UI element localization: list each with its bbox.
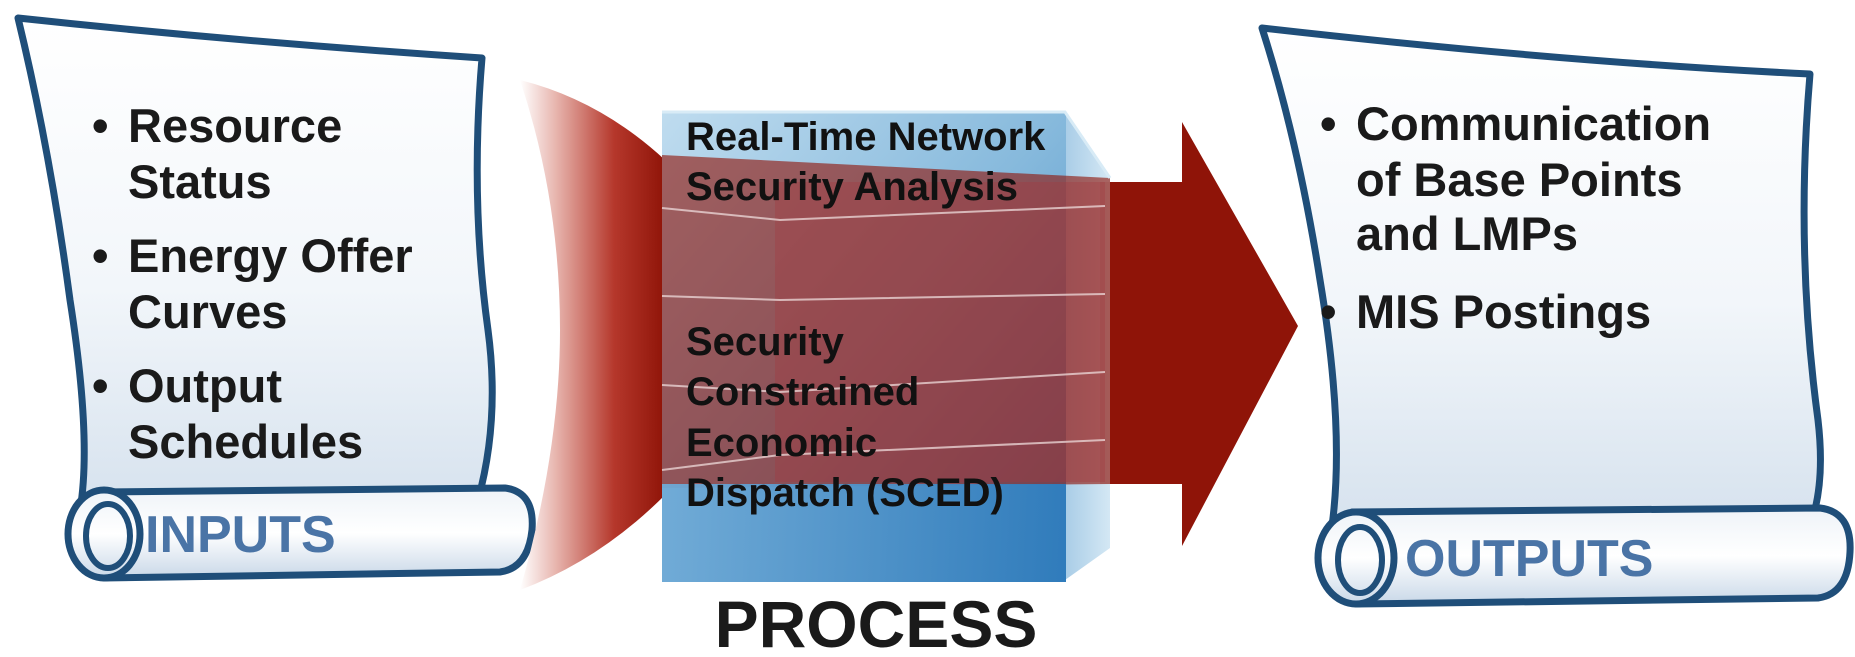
- cube-shelf-lines: [661, 205, 1106, 471]
- inputs-scroll-body: [14, 14, 496, 514]
- inputs-scroll-curl: [83, 501, 133, 571]
- process-upper-line: Security Analysis: [686, 165, 1018, 209]
- input-funnel: [520, 80, 665, 590]
- process-upper-line: Real-Time Network: [686, 115, 1046, 159]
- inputs-item-line: Curves: [128, 285, 287, 338]
- cube-red-core: [662, 155, 1110, 488]
- output-arrow: [1100, 122, 1298, 546]
- bullet-icon: •: [92, 229, 108, 282]
- outputs-item-line: and LMPs: [1356, 207, 1578, 260]
- inputs-item-line: Energy Offer: [128, 229, 413, 282]
- process-upper-block: Real-Time Network Security Analysis: [686, 115, 1046, 209]
- bullet-icon: •: [92, 359, 108, 412]
- outputs-scroll-roll: [1348, 504, 1854, 608]
- bullet-icon: •: [1320, 97, 1336, 150]
- outputs-item: • MIS Postings: [1320, 285, 1651, 338]
- outputs-item: • Communication of Base Points and LMPs: [1320, 97, 1711, 260]
- inputs-title: INPUTS: [145, 506, 336, 564]
- outputs-title: OUTPUTS: [1405, 530, 1653, 588]
- inputs-item: • Energy Offer Curves: [92, 229, 413, 338]
- bullet-icon: •: [92, 99, 108, 152]
- cube-top-edge: [662, 110, 1112, 179]
- outputs-list: • Communication of Base Points and LMPs …: [1320, 97, 1711, 338]
- outputs-scroll-curl: [1335, 524, 1385, 596]
- inputs-item: • Output Schedules: [92, 359, 363, 468]
- inputs-list: • Resource Status • Energy Offer Curves …: [92, 99, 413, 468]
- cube-bottom-band: [662, 484, 1066, 582]
- outputs-item-line: of Base Points: [1356, 153, 1682, 206]
- inputs-item-line: Schedules: [128, 415, 363, 468]
- outputs-scroll-body: [1258, 24, 1824, 530]
- process-title: PROCESS: [715, 587, 1038, 657]
- process-lower-line: Economic: [686, 421, 877, 465]
- bullet-icon: •: [1320, 285, 1336, 338]
- process-lower-line: Security: [686, 320, 845, 364]
- process-cube: Real-Time Network Security Analysis Secu…: [661, 110, 1112, 582]
- process-lower-line: Constrained: [686, 370, 919, 414]
- inputs-item-line: Status: [128, 155, 272, 208]
- outputs-item-line: Communication: [1356, 97, 1711, 150]
- process-lower-line: Dispatch (SCED): [686, 471, 1004, 515]
- inputs-item: • Resource Status: [92, 99, 342, 208]
- inputs-item-line: Output: [128, 359, 282, 412]
- outputs-item-line: MIS Postings: [1356, 285, 1651, 338]
- inputs-item-line: Resource: [128, 99, 342, 152]
- cube-inner-panel: [775, 182, 1105, 482]
- process-lower-block: Security Constrained Economic Dispatch (…: [686, 320, 1004, 515]
- inputs-scroll: INPUTS • Resource Status • Energy Offer …: [14, 14, 536, 582]
- outputs-scroll: OUTPUTS • Communication of Base Points a…: [1258, 24, 1854, 608]
- inputs-scroll-roll: [96, 484, 536, 582]
